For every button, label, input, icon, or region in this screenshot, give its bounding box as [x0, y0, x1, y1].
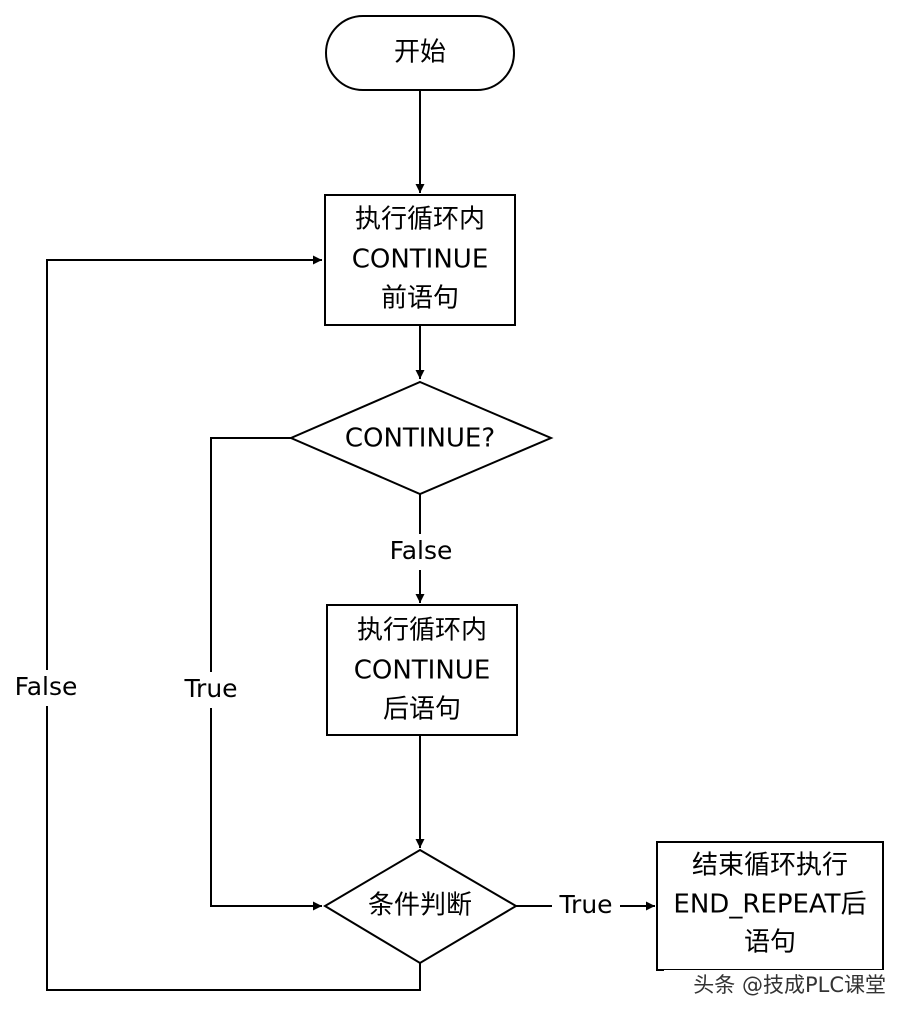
decision-condition: 条件判断	[323, 848, 518, 965]
process-end-line-2: END_REPEAT后	[673, 890, 866, 920]
process-pre-continue: 执行循环内 CONTINUE 前语句	[324, 194, 516, 326]
process-end-line-1: 结束循环执行	[692, 851, 848, 881]
watermark-text: 头条 @技成PLC课堂	[693, 973, 886, 997]
process-post-line-1: 执行循环内	[357, 616, 487, 646]
decision-condition-label: 条件判断	[368, 891, 472, 921]
decision-continue-label: CONTINUE?	[345, 424, 495, 454]
process-pre-line-2: CONTINUE	[352, 245, 489, 275]
process-post-line-2: CONTINUE	[354, 656, 491, 686]
process-post-continue: 执行循环内 CONTINUE 后语句	[326, 604, 518, 736]
process-post-line-3: 后语句	[383, 695, 461, 725]
edge-label-condition-true: True	[558, 890, 612, 919]
process-pre-line-3: 前语句	[381, 284, 459, 314]
connector-condition-false-loop	[46, 255, 421, 991]
start-node: 开始	[325, 15, 515, 91]
edge-label-continue-true: True	[183, 674, 237, 703]
decision-continue: CONTINUE?	[288, 380, 554, 496]
edge-label-condition-false: False	[15, 672, 78, 701]
start-label: 开始	[394, 38, 446, 68]
edge-label-continue-false: False	[390, 536, 453, 565]
process-pre-line-1: 执行循环内	[355, 205, 485, 235]
process-end-line-3: 语句	[744, 928, 796, 958]
process-end-loop: 结束循环执行 END_REPEAT后 语句	[656, 841, 884, 971]
